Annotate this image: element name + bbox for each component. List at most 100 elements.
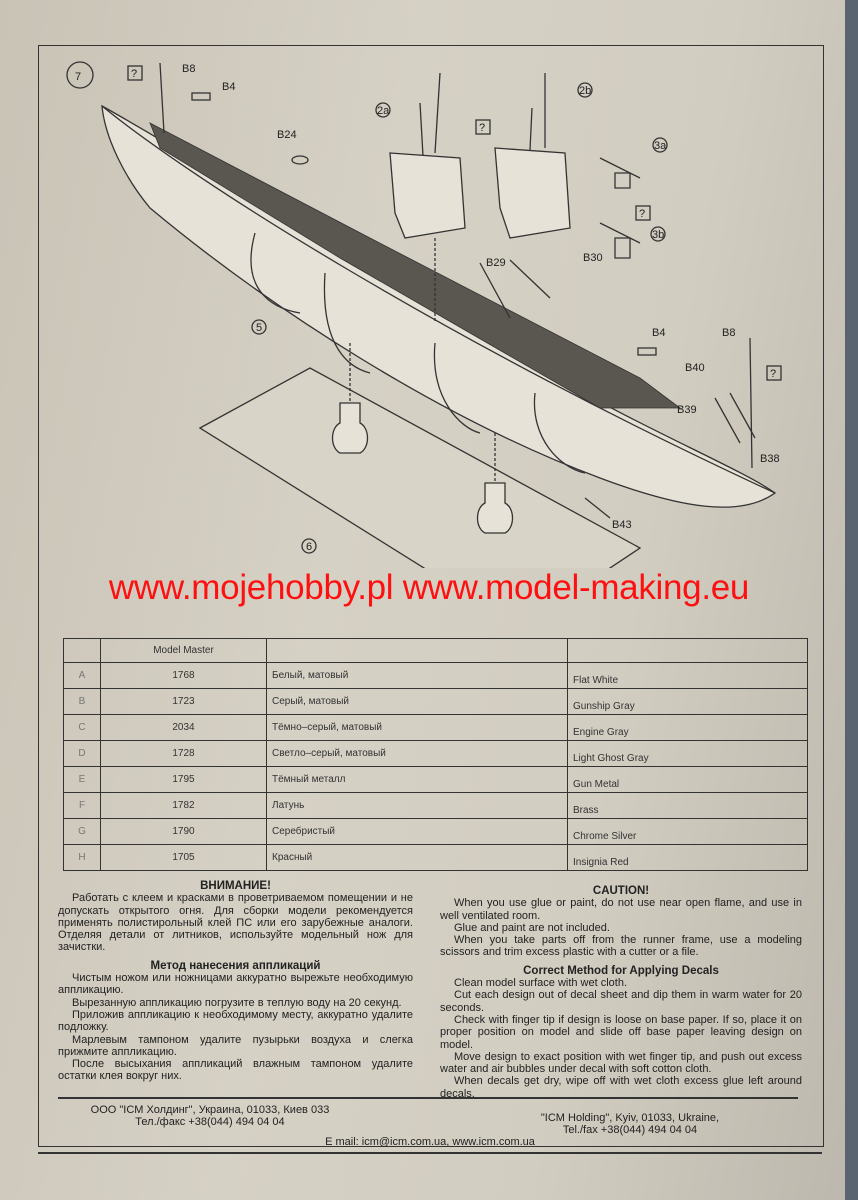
label-b24: B24 (277, 129, 297, 141)
label-b4-2: B4 (652, 327, 665, 339)
deck-grating (149, 122, 682, 409)
table-cell: Insignia Red (567, 844, 808, 871)
table-cell: A (63, 662, 101, 689)
table-cell: 1795 (100, 766, 267, 793)
decals-title-ru: Метод нанесения аппликаций (150, 959, 321, 972)
table-cell: Light Ghost Gray (567, 740, 808, 767)
table-cell: Светло–серый, матовый (266, 740, 568, 767)
label-2b: 2b (579, 85, 591, 97)
russian-instructions: ВНИМАНИЕ! Работать с клеем и красками в … (58, 880, 413, 1083)
footer-en: "ICM Holding", Kyiv, 01033, Ukraine,Tel.… (540, 1112, 720, 1136)
instruction-paragraph: Приложив аппликацию к необходимому месту… (58, 1008, 413, 1034)
table-cell: D (63, 740, 101, 767)
caution-title: CAUTION! (592, 885, 650, 897)
table-cell: H (63, 844, 101, 871)
table-cell: B (63, 688, 101, 715)
table-cell: 1723 (100, 688, 267, 715)
label-question: ? (770, 368, 776, 380)
instruction-paragraph: When decals get dry, wipe off with wet c… (440, 1075, 802, 1100)
table-cell: 1728 (100, 740, 267, 767)
table-header-row: Model Master (63, 638, 808, 663)
table-cell: Серебристый (266, 818, 568, 845)
table-cell: 2034 (100, 714, 267, 741)
instruction-paragraph: Glue and paint are not included. (454, 921, 610, 934)
label-question: ? (639, 208, 645, 220)
table-cell: Gun Metal (567, 766, 808, 793)
instruction-paragraph: Check with finger tip if design is loose… (440, 1013, 802, 1051)
step-number: 7 (75, 71, 81, 83)
instruction-paragraph: После высыхания аппликаций влажным тампо… (58, 1058, 413, 1083)
label-2a: 2a (377, 105, 390, 117)
instruction-paragraph: Move design to exact position with wet f… (440, 1050, 802, 1076)
table-cell: C (63, 714, 101, 741)
label-6: 6 (306, 541, 312, 553)
table-cell: Латунь (266, 792, 568, 819)
table-cell: Engine Gray (567, 714, 808, 741)
conning-tower-2b (494, 147, 571, 239)
label-b4: B4 (222, 81, 235, 93)
table-cell: Chrome Silver (567, 818, 808, 845)
footer-ru: ООО "ICM Холдинг", Украина, 01033, Киев … (90, 1104, 330, 1128)
label-3b: 3b (652, 229, 664, 241)
label-b39: B39 (677, 404, 697, 416)
warning-title: ВНИМАНИЕ! (200, 880, 271, 892)
instruction-paragraph: Чистым ножом или ножницами аккуратно выр… (58, 972, 413, 997)
label-b43: B43 (612, 519, 632, 531)
table-cell: Красный (266, 844, 568, 871)
table-cell: Тёмно–серый, матовый (266, 714, 568, 741)
label-b38: B38 (760, 453, 780, 465)
table-cell: Тёмный металл (266, 766, 568, 793)
gun-3b (599, 222, 641, 259)
deck-line (101, 105, 776, 494)
table-cell: 1782 (100, 792, 267, 819)
gun-3a (599, 157, 641, 189)
label-question: ? (131, 68, 137, 80)
label-b8: B8 (182, 63, 195, 75)
label-5: 5 (256, 322, 262, 334)
label-b40: B40 (685, 362, 705, 374)
english-instructions: CAUTION! When you use glue or paint, do … (440, 885, 802, 1100)
instruction-paragraph: When you use glue or paint, do not use n… (440, 897, 802, 922)
instruction-paragraph: Clean model surface with wet cloth. (454, 977, 628, 990)
step-circle (66, 61, 94, 89)
instruction-paragraph: Вырезанную аппликацию погрузите в теплую… (72, 996, 402, 1009)
label-b8-2: B8 (722, 327, 735, 339)
hull-section-lines (250, 232, 586, 474)
footer-contact: E mail: icm@icm.com.ua, www.icm.com.ua (325, 1136, 535, 1148)
header-model-master: Model Master (100, 638, 267, 663)
page-frame (38, 45, 824, 1147)
table-cell: Серый, матовый (266, 688, 568, 715)
instruction-paragraph: Cut each design out of decal sheet and d… (440, 989, 802, 1014)
table-cell: Белый, матовый (266, 662, 568, 689)
table-cell: 1705 (100, 844, 267, 871)
table-cell: Brass (567, 792, 808, 819)
instruction-paragraph: When you take parts off from the runner … (440, 934, 802, 959)
label-b30: B30 (583, 252, 603, 264)
decals-title-en: Correct Method for Applying Decals (523, 964, 719, 977)
table-cell: Gunship Gray (567, 688, 808, 715)
table-cell: E (63, 766, 101, 793)
instruction-paragraph: Марлевым тампоном удалите пузырьки возду… (58, 1033, 413, 1058)
table-cell: F (63, 792, 101, 819)
conning-tower-2a (389, 152, 466, 239)
assembly-diagram: 7 B8 B4 B24 2a 2b 3a 3b B29 B30 B4 B8 B4… (66, 61, 782, 568)
label-3a: 3a (654, 140, 667, 152)
table-cell: Flat White (567, 662, 808, 689)
table-cell: G (63, 818, 101, 845)
watermark: www.mojehobby.pl www.model-making.eu (108, 568, 750, 607)
label-question: ? (479, 122, 485, 134)
display-stand-part-6 (198, 367, 642, 568)
table-cell: 1790 (100, 818, 267, 845)
table-cell: 1768 (100, 662, 267, 689)
label-b29: B29 (486, 257, 506, 269)
